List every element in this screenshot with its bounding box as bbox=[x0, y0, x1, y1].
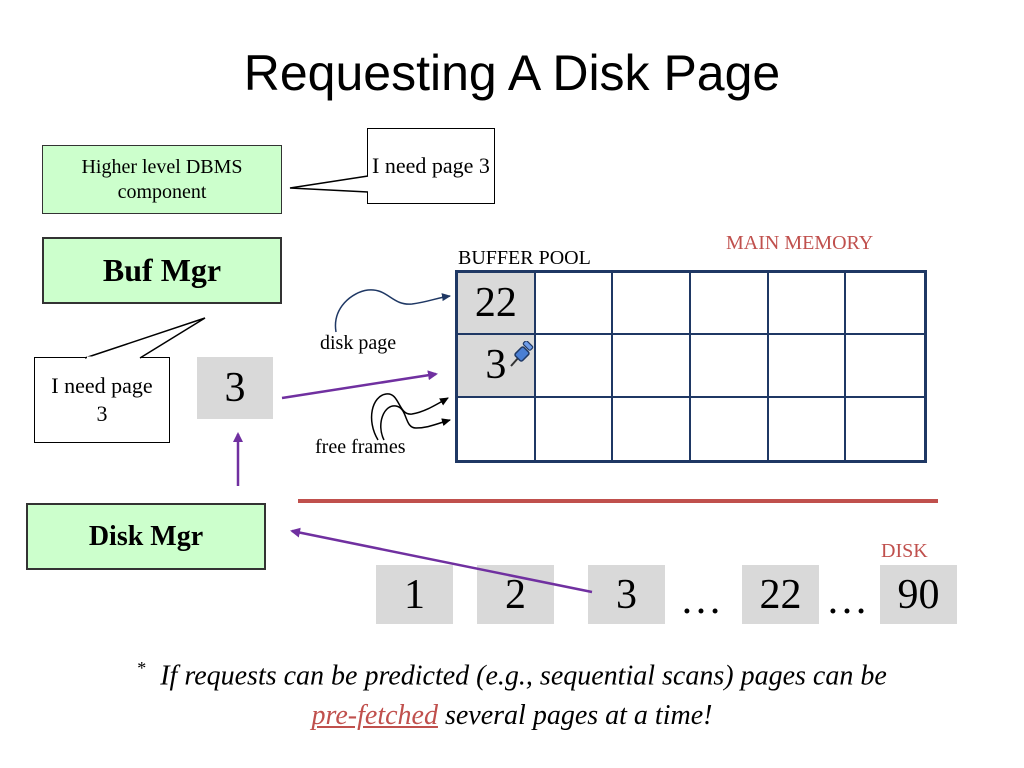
disk-label: DISK bbox=[881, 540, 928, 562]
higher-level-dbms-box: Higher level DBMS component bbox=[42, 145, 282, 214]
frame-1-3 bbox=[613, 273, 691, 336]
frame-1-1: 22 bbox=[458, 273, 536, 336]
disk-mgr-box: Disk Mgr bbox=[26, 503, 266, 570]
disk-page-2: 2 bbox=[477, 565, 554, 624]
footnote-line-1-text: If requests can be predicted (e.g., sequ… bbox=[160, 660, 887, 692]
pushpin-icon bbox=[510, 341, 534, 367]
disk-page-1: 1 bbox=[376, 565, 453, 624]
free-frames-label: free frames bbox=[315, 436, 406, 458]
frame-2-2 bbox=[535, 335, 614, 398]
buf-mgr-label: Buf Mgr bbox=[102, 252, 222, 288]
callout-top-text: I need page 3 bbox=[372, 153, 490, 178]
disk-page-number: 90 bbox=[897, 571, 940, 618]
disk-page-number: 1 bbox=[404, 571, 425, 618]
footnote-line-1: * If requests can be predicted (e.g., seq… bbox=[0, 648, 1024, 696]
slide-title: Requesting A Disk Page bbox=[243, 45, 781, 101]
frame-3-1 bbox=[458, 397, 536, 460]
frame-1-2 bbox=[535, 273, 614, 336]
footnote: * If requests can be predicted (e.g., seq… bbox=[0, 648, 1024, 736]
disk-page-label: disk page bbox=[320, 332, 397, 354]
frame-3-2 bbox=[536, 397, 614, 460]
main-memory-label: MAIN MEMORY bbox=[726, 232, 874, 254]
frame-3-5 bbox=[769, 397, 847, 460]
frame-1-4 bbox=[690, 273, 769, 336]
page-to-frame-arrow bbox=[281, 370, 438, 400]
frame-1-6 bbox=[846, 273, 924, 336]
free-frames-arrow-top bbox=[370, 393, 449, 441]
disk-page-90: 90 bbox=[880, 565, 957, 624]
disk-page-curve-arrow bbox=[334, 289, 451, 333]
disk-ellipsis-2: … bbox=[826, 577, 868, 623]
frame-page-number: 22 bbox=[474, 280, 517, 327]
requested-page-number: 3 bbox=[224, 365, 246, 411]
requested-page: 3 bbox=[197, 357, 273, 419]
footnote-star: * bbox=[137, 658, 147, 678]
disk-page-number: 22 bbox=[759, 571, 802, 618]
free-frames-arrow-bottom bbox=[380, 405, 451, 441]
disk-page-3: 3 bbox=[588, 565, 665, 624]
callout-left: I need page 3 bbox=[34, 357, 170, 443]
frame-2-4 bbox=[690, 335, 769, 398]
footnote-line-2: pre-fetched several pages at a time! bbox=[0, 696, 1024, 736]
frame-1-5 bbox=[768, 273, 847, 336]
buffer-pool-grid: 22 3 bbox=[455, 270, 927, 463]
footnote-line-2-text: several pages at a time! bbox=[437, 700, 713, 732]
disk-page-22: 22 bbox=[742, 565, 819, 624]
frame-3-3 bbox=[613, 397, 691, 460]
frame-2-6 bbox=[846, 335, 924, 398]
frame-2-5 bbox=[768, 335, 847, 398]
frame-3-6 bbox=[846, 398, 924, 460]
buf-mgr-box: Buf Mgr bbox=[42, 237, 282, 304]
disk-page-number: 3 bbox=[616, 571, 637, 618]
frame-2-3 bbox=[613, 335, 691, 398]
callout-top: I need page 3 bbox=[367, 128, 495, 204]
prefetched-link[interactable]: pre-fetched bbox=[311, 700, 438, 732]
disk-page-number: 2 bbox=[505, 571, 526, 618]
higher-level-dbms-label: Higher level DBMS component bbox=[81, 155, 243, 203]
frame-page-number: 3 bbox=[485, 342, 507, 389]
frame-2-1: 3 bbox=[458, 335, 536, 398]
callout-top-tail bbox=[289, 175, 369, 193]
disk-ellipsis-1: … bbox=[680, 577, 722, 623]
buffer-pool-label: BUFFER POOL bbox=[458, 247, 591, 269]
callout-left-text: I need page 3 bbox=[51, 373, 153, 426]
frame-3-4 bbox=[691, 397, 769, 460]
disk-mgr-label: Disk Mgr bbox=[88, 520, 204, 552]
callout-left-tail bbox=[84, 317, 206, 359]
